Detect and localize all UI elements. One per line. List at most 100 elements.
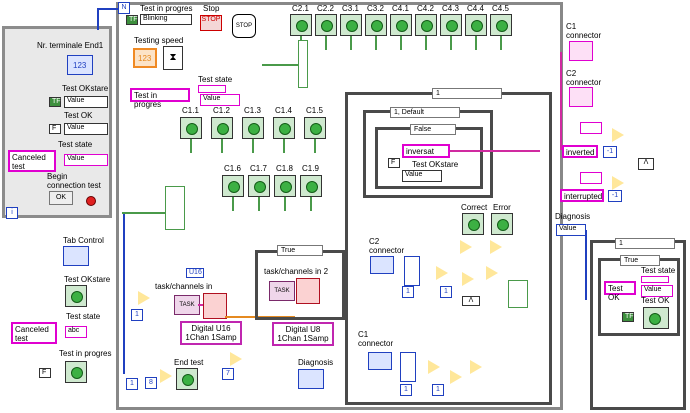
c2-connector-inner-terminal: [370, 256, 394, 274]
wire-c1-bundle-in: [122, 212, 165, 214]
c1a-label-1: C1.2: [213, 106, 230, 115]
n-terminal: N: [118, 2, 130, 14]
left-sequence-frame: [2, 26, 112, 218]
c2-unbundle: [404, 256, 420, 286]
c2-wire-4: [400, 36, 402, 50]
c2-led-3: [365, 14, 387, 36]
c2-label-4: C4.1: [392, 4, 409, 13]
compare-node-1: [138, 291, 150, 305]
minus1-b: -1: [608, 190, 622, 202]
blinking-tf: TF: [126, 15, 138, 25]
begin-connection-button[interactable]: OK: [49, 191, 73, 205]
c2-led-7: [465, 14, 487, 36]
c2-wire-8: [500, 36, 502, 50]
c1a-led-1: [211, 117, 233, 139]
c1b-wire-3: [310, 197, 312, 211]
right-test-ok-const: Test OK: [604, 281, 636, 302]
c1-compare-2: [450, 370, 462, 384]
c2-label-3: C3.2: [367, 4, 384, 13]
c1b-wire-1: [258, 197, 260, 211]
c1-const-1: 1: [400, 384, 412, 396]
c1a-wire-1: [221, 139, 223, 153]
test-okstare-value: Value: [64, 96, 108, 108]
right-diagnosis-value: Value: [556, 224, 586, 236]
right-case-selector[interactable]: 1: [615, 238, 675, 249]
c1-connector-inner-terminal: [368, 352, 392, 370]
const-7: 7: [222, 368, 234, 380]
main-while-loop: [116, 2, 563, 410]
c1a-led-3: [273, 117, 295, 139]
c1a-label-3: C1.4: [275, 106, 292, 115]
c2-label-8: C4.5: [492, 4, 509, 13]
default-case-selector[interactable]: 1, Default: [390, 107, 460, 118]
test-ok-f: F: [49, 124, 61, 134]
right-diagnosis-label: Diagnosis: [555, 212, 591, 221]
c1b-label-2: C1.8: [276, 164, 293, 173]
c2-label-2: C3.1: [342, 4, 359, 13]
false-f-tag: F: [388, 158, 400, 168]
wait-timer-icon: ⧗: [163, 46, 183, 70]
task-in2-terminal: TASK: [269, 281, 295, 301]
compare-node-3: [230, 352, 242, 366]
c2-label-6: C4.3: [442, 4, 459, 13]
task-in-terminal: TASK: [174, 295, 200, 315]
stop-sign-icon: STOP: [232, 14, 256, 38]
correct-led: [462, 213, 484, 235]
daqmx-read-icon: [203, 293, 227, 319]
c2-led-6: [440, 14, 462, 36]
right-compare-1: [612, 128, 624, 142]
c2-const-1: 1: [402, 286, 414, 298]
c1b-led-2: [274, 175, 296, 197]
test-in-progres-label: Test in progres: [140, 4, 193, 13]
right-test-state-tag: [641, 276, 669, 283]
true-case-selector[interactable]: True: [277, 245, 323, 256]
test-in-progres-lower-label: Test in progres: [59, 349, 112, 358]
test-state-top-value: Value: [200, 94, 240, 106]
tab-control-terminal[interactable]: [63, 246, 89, 266]
c1b-label-1: C1.7: [250, 164, 267, 173]
not-node-2: [490, 240, 502, 254]
c2-wire-6: [450, 36, 452, 50]
nr-terminale-control[interactable]: [67, 55, 93, 75]
stop-indicator-icon: [86, 196, 96, 206]
digital-u16-selector[interactable]: Digital U16 1Chan 1Samp: [180, 321, 242, 345]
digital-u8-selector[interactable]: Digital U8 1Chan 1Samp: [272, 322, 334, 346]
right-test-ok-tf: TF: [622, 312, 634, 322]
inversat-const: inversat: [402, 144, 450, 158]
c2-wire-7: [475, 36, 477, 50]
end-test-label: End test: [174, 358, 204, 367]
c1b-wire-0: [232, 197, 234, 211]
c2-wire-3: [375, 36, 377, 50]
correct-label: Correct: [461, 203, 488, 212]
inverted-const: inverted: [562, 145, 598, 158]
const-1-b: 1: [126, 378, 138, 390]
stop-button[interactable]: STOP: [200, 15, 222, 31]
right-unbundle-1: [580, 122, 602, 134]
c1-compare-3: [470, 360, 482, 374]
diagnosis-terminal: [298, 369, 324, 389]
c1b-led-3: [300, 175, 322, 197]
build-array: [508, 280, 528, 308]
right-and-node: Λ: [638, 158, 654, 170]
interrupted-const: interrupted: [560, 189, 604, 202]
c1a-label-2: C1.3: [244, 106, 261, 115]
begin-connection-label: Begin connection test: [47, 172, 101, 190]
right-unbundle-2: [580, 172, 602, 184]
nr-terminale-num-label: 123: [73, 61, 87, 70]
testing-speed-control[interactable]: [133, 48, 157, 68]
c2-led-0: [290, 14, 312, 36]
error-label: Error: [493, 203, 511, 212]
right-test-ok-label: Test OK: [641, 296, 670, 305]
case-1-selector[interactable]: 1: [432, 88, 502, 99]
minus1-a: -1: [603, 146, 617, 158]
false-case-selector[interactable]: False: [410, 124, 456, 135]
right-c1-connector-label: C1 connector: [566, 22, 602, 40]
c2-wire-1: [325, 36, 327, 50]
right-true-selector[interactable]: True: [620, 255, 660, 266]
test-state-top-tag: [198, 85, 226, 93]
c1b-led-0: [222, 175, 244, 197]
top-index-array: [298, 40, 308, 88]
c2-label-5: C4.2: [417, 4, 434, 13]
wire-n-to-left: [97, 8, 118, 10]
c2-const-1b: 1: [440, 286, 452, 298]
